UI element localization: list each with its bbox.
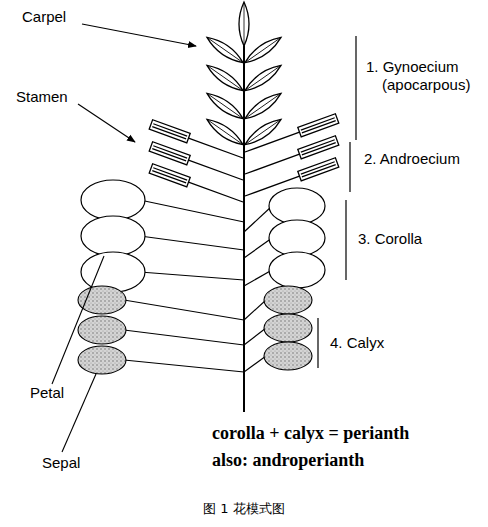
stem [243,10,245,412]
carpels [204,2,284,149]
part-name: Petal [30,384,64,402]
group-label: 2. Androecium [364,150,460,168]
figure-caption: 图 1 花模式图 [203,500,285,518]
group-label: 1. Gynoecium (apocarpous) [366,58,488,94]
petals [81,180,325,292]
part-name: Sepal [42,454,80,472]
group-label: 3. Corolla [358,230,422,248]
part-name: Stamen [16,88,68,106]
leader-lines [52,24,196,452]
group-label: 4. Calyx [330,334,384,352]
part-name: Carpel [22,8,66,26]
brackets [318,36,356,368]
formula-note: corolla + calyx = perianth [212,424,409,442]
formula-note: also: androperianth [212,451,364,469]
sepals [78,286,312,374]
